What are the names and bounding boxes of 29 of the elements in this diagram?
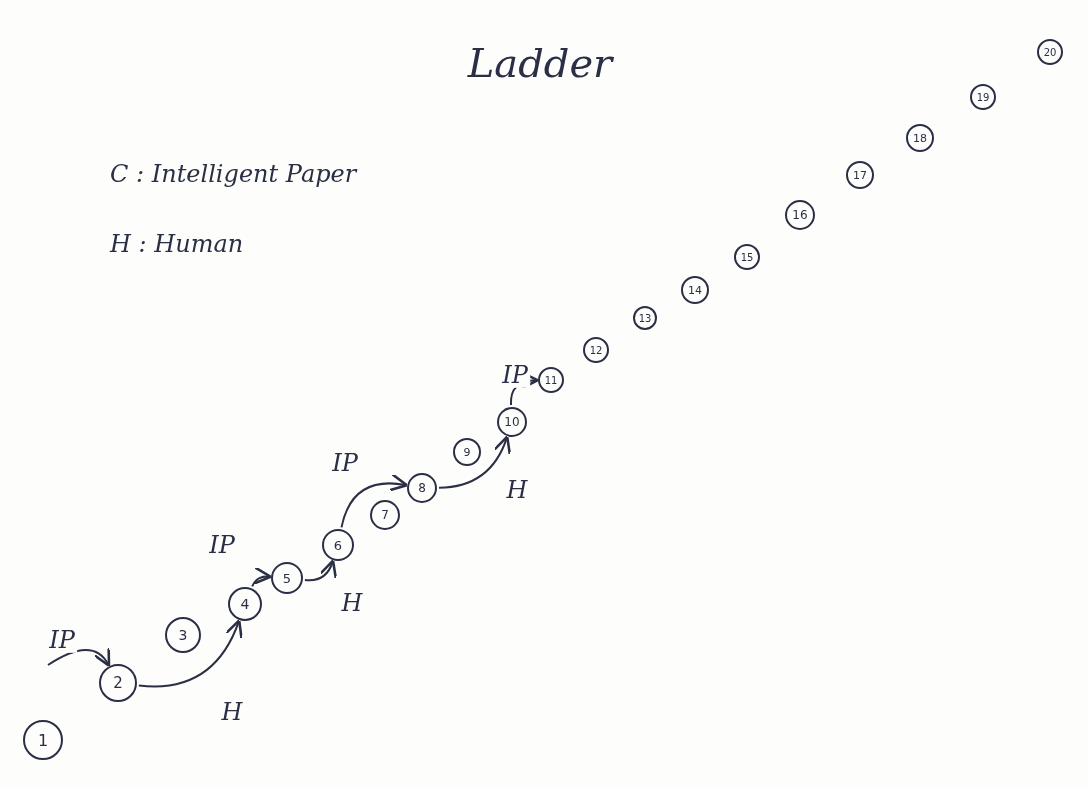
arrow <box>438 435 511 489</box>
arrow <box>137 619 243 688</box>
step-circle: 18 <box>906 124 934 152</box>
step-circle: 2 <box>99 664 137 702</box>
title: Ladder <box>466 40 615 86</box>
legend-note: C : Intelligent Paper <box>110 160 357 188</box>
step-circle: 12 <box>583 337 609 363</box>
step-circle: 11 <box>538 367 564 393</box>
arrow <box>303 559 337 582</box>
step-circle: 8 <box>407 473 437 503</box>
arrow <box>251 566 272 588</box>
step-circle: 13 <box>633 306 657 330</box>
step-circle: 19 <box>970 84 996 110</box>
arrow <box>47 646 111 668</box>
step-circle: 14 <box>681 276 709 304</box>
step-circle: 17 <box>846 161 874 189</box>
arrow <box>340 473 409 529</box>
step-circle: 7 <box>370 500 400 530</box>
step-circle: 20 <box>1037 39 1063 65</box>
step-circle: 9 <box>453 438 481 466</box>
step-circle: 15 <box>734 244 760 270</box>
step-circle: 16 <box>785 200 815 230</box>
step-circle: 6 <box>322 529 354 561</box>
step-circle: 4 <box>228 587 262 621</box>
step-circle: 10 <box>497 407 527 437</box>
step-circle: 3 <box>165 617 201 653</box>
legend-note: H : Human <box>110 230 244 258</box>
step-circle: 1 <box>23 720 63 760</box>
step-circle: 5 <box>271 562 303 594</box>
